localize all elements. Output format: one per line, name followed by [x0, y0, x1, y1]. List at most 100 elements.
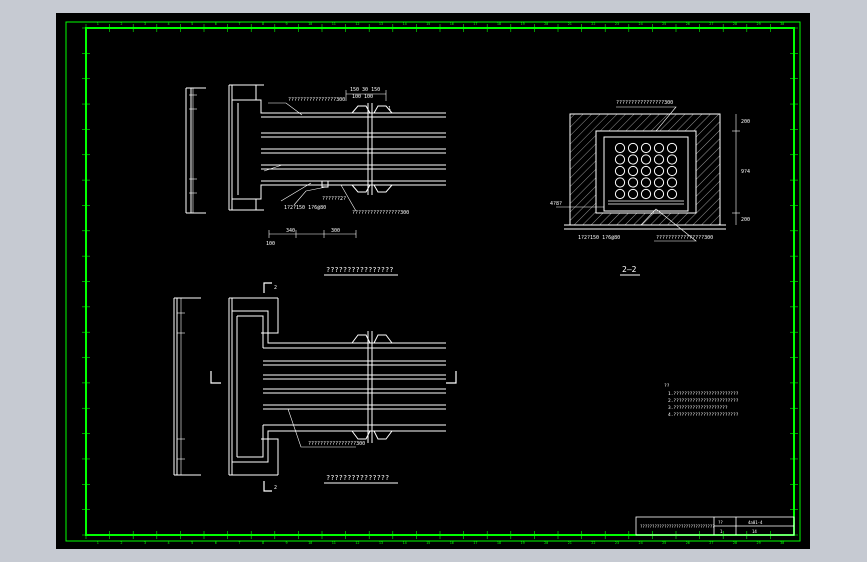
frame-tick-number: 15	[426, 22, 430, 26]
bottom-elevation	[173, 282, 457, 492]
title-block-cell-c: 1	[720, 529, 723, 534]
rebar-circle	[666, 142, 678, 154]
section-left-label: 4?8?	[550, 201, 562, 207]
frame-tick-number: 26	[686, 541, 690, 545]
top-elevation-text: 150 30 150 100 100 ????????????????300 ?…	[266, 87, 409, 274]
rebar-circle	[640, 165, 652, 177]
section-right-dim-1: 200	[741, 119, 750, 125]
cut-label-bottom: 2	[274, 485, 277, 491]
inner-frame	[85, 27, 795, 536]
frame-tick-number: 15	[426, 541, 430, 545]
frame-tick-number: 12	[355, 22, 359, 26]
frame-tick-number: 30	[780, 541, 784, 545]
frame-tick-number: 25	[662, 541, 666, 545]
rebar-circle	[640, 154, 652, 165]
frame-tick-number: 11	[332, 22, 336, 26]
frame-tick-number: 1	[97, 541, 99, 545]
frame-tick-number: 2	[120, 22, 122, 26]
frame-tick-number: 24	[638, 541, 642, 545]
scale-300: 300	[331, 228, 340, 234]
frame-tick-number: 10	[308, 541, 312, 545]
rebar-circle	[627, 142, 639, 154]
section-leader-top: ????????????????300	[616, 100, 673, 106]
section-leader-bottom: ????????????????300	[656, 235, 713, 241]
section-right-dim-3: 200	[741, 217, 750, 223]
rebar-circle	[640, 188, 652, 200]
rebar-circle	[614, 165, 626, 177]
rebar-circle	[666, 165, 678, 177]
rebar-circle	[627, 154, 639, 165]
section-bottom-label: 1?2?150 1?6@80	[578, 235, 620, 241]
frame-tick-number: 23	[615, 22, 619, 26]
frame-tick-number: 22	[591, 22, 595, 26]
leader-bottom-right-label: ????????????????300	[352, 210, 409, 216]
scale-100: 100	[266, 241, 275, 247]
frame-tick-number: 20	[544, 541, 548, 545]
top-elevation	[185, 84, 446, 276]
title-block-text: ??????????????????????????????? ?? 4a01-…	[640, 520, 763, 534]
frame-tick-number: 8	[262, 541, 264, 545]
section-right-dim-2: 9?4	[741, 169, 750, 175]
frame-tick-number: 26	[686, 22, 690, 26]
bottom-section-title: ???????????????	[326, 474, 389, 482]
leader-top-label: ????????????????300	[288, 97, 345, 103]
frame-tick-number: 25	[662, 22, 666, 26]
frame-tick-number: 5	[191, 22, 193, 26]
frame-tick-number: 17	[473, 22, 477, 26]
frame-tick-number: 16	[450, 22, 454, 26]
notes-line-2: 2.????????????????????????	[668, 398, 739, 404]
frame-tick-number: 8	[262, 22, 264, 26]
rebar-circle	[627, 188, 639, 200]
frame-tick-number: 1	[97, 22, 99, 26]
bottom-elevation-text: ????????????????300 2 2 ???????????????	[274, 285, 389, 491]
notes-block: ?? 1.???????????????????????? 2.????????…	[664, 383, 739, 418]
top-dims-label: 150 30 150	[350, 87, 380, 93]
rebar-circles	[614, 142, 678, 200]
frame-tick-number: 24	[638, 22, 642, 26]
rebar-circle	[653, 142, 665, 154]
frame-tick-number: 11	[332, 541, 336, 545]
rebar-circle	[653, 177, 665, 188]
frame-tick-number: 13	[379, 22, 383, 26]
bar-note-label: ??????2?	[322, 196, 346, 202]
bottom-leader-label: ????????????????300	[308, 441, 365, 447]
frame-tick-number: 13	[379, 541, 383, 545]
frame-tick-number: 30	[780, 22, 784, 26]
frame-tick-number: 20	[544, 22, 548, 26]
title-block-cell-a: ??	[718, 520, 723, 525]
frame-tick-number: 27	[709, 22, 713, 26]
rebar-circle	[653, 165, 665, 177]
frame-tick-number: 21	[568, 541, 572, 545]
frame-tick-number: 27	[709, 541, 713, 545]
section-2-2	[556, 106, 740, 276]
frame-tick-number: 17	[473, 541, 477, 545]
frame-tick-number: 5	[191, 541, 193, 545]
title-block-cell-d: 14	[752, 529, 757, 534]
leader-bottom-left-label: 1?2?150 1?6@80	[284, 205, 326, 211]
top-section-title: ????????????????	[326, 266, 393, 274]
frame-tick-number: 7	[238, 22, 240, 26]
rebar-circle	[614, 142, 626, 154]
frame-tick-number: 29	[756, 541, 760, 545]
frame-tick-number: 12	[355, 541, 359, 545]
top-dims-sub-label: 100 100	[352, 94, 373, 100]
rebar-circle	[627, 165, 639, 177]
frame-tick-number: 3	[144, 541, 146, 545]
drawing-canvas: 1122334455667788991010111112121313141415…	[65, 21, 801, 545]
frame-tick-number: 2	[120, 541, 122, 545]
frame-tick-number: 19	[520, 22, 524, 26]
notes-line-4: 4.????????????????????????	[668, 412, 739, 418]
title-block-cell-b: 4a01-4	[748, 520, 763, 525]
rebar-circle	[666, 154, 678, 165]
rebar-circle	[640, 177, 652, 188]
frame-tick-number: 10	[308, 22, 312, 26]
section-title: 2—2	[622, 265, 637, 274]
notes-heading: ??	[664, 383, 670, 389]
rebar-circle	[653, 154, 665, 165]
section-2-2-text: ????????????????300 ????????????????300 …	[550, 100, 750, 274]
frame-tick-number: 19	[520, 541, 524, 545]
frame-tick-number: 18	[497, 22, 501, 26]
title-block	[635, 516, 795, 536]
